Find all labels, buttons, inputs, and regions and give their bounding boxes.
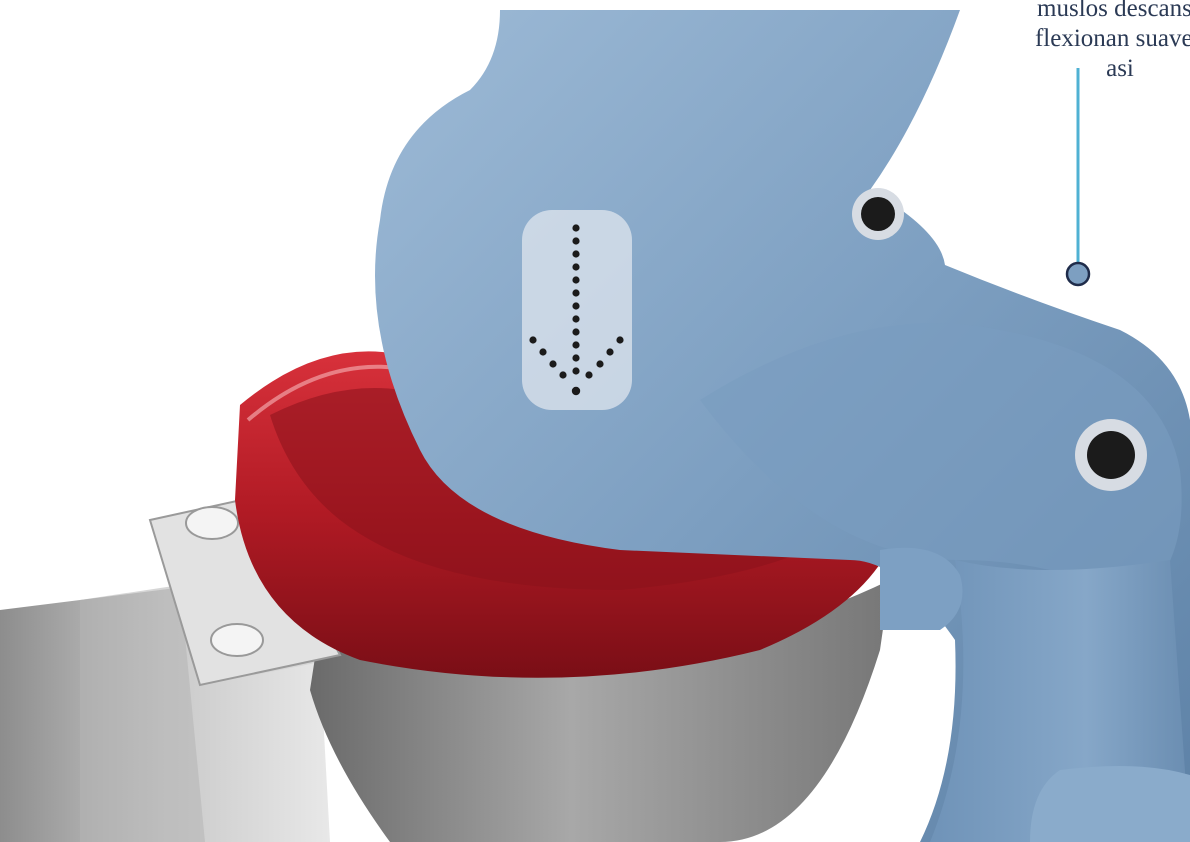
- callout-pointer: [1067, 68, 1089, 285]
- caption-text: muslos descansa flexionan suaven asi: [960, 0, 1190, 84]
- caption-line-2: flexionan suaven: [960, 24, 1190, 54]
- caption-line-3: asi: [960, 54, 1190, 84]
- dotted-down-arrow-icon: [522, 210, 632, 410]
- contact-point-icon: [1075, 419, 1147, 491]
- contact-point-icon: [852, 188, 904, 240]
- caption-line-1: muslos descansa: [960, 0, 1190, 24]
